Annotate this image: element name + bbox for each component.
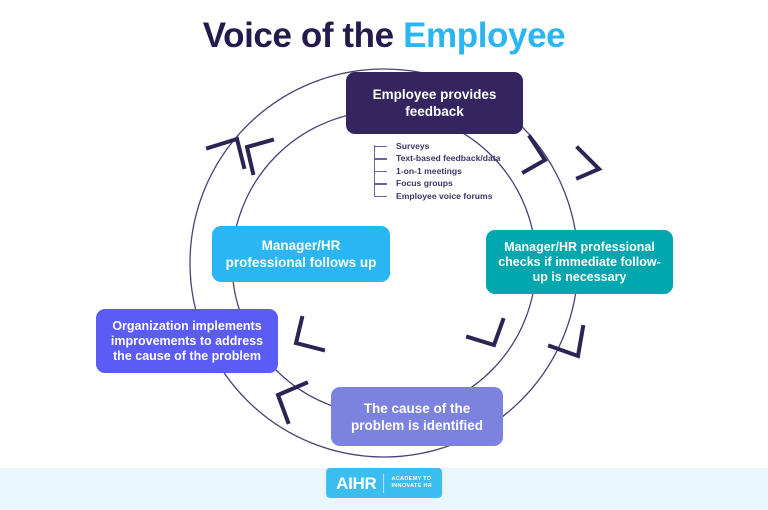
list-item: Text-based feedback/data — [396, 153, 501, 164]
logo-divider — [383, 473, 385, 493]
node-organization-implements-improvements[interactable]: Organization implements improvements to … — [96, 309, 278, 373]
list-item: Employee voice forums — [396, 190, 493, 201]
arrowhead-inner-lower-right — [465, 317, 506, 348]
list-item: Surveys — [396, 141, 430, 151]
arrowhead-outer-upper-right — [575, 145, 603, 181]
logo-tagline-line1: Academy to — [391, 475, 432, 482]
arrowhead-inner-upper-right — [521, 134, 548, 175]
logo-wordmark: AIHR — [336, 473, 377, 493]
node-label: The cause of the problem is identified — [350, 400, 483, 433]
aihr-logo[interactable]: AIHR Academy to Innovate HR — [326, 468, 442, 498]
logo-tagline-line2: Innovate HR — [391, 483, 432, 489]
arrowhead-inner-upper-left — [244, 137, 275, 176]
node-label: Organization implements improvements to … — [110, 318, 264, 363]
arrowhead-inner-bottom-left — [293, 315, 326, 353]
node-label: Manager/HR professional checks if immedi… — [498, 239, 661, 284]
node-label: Employee provides feedback — [372, 87, 497, 119]
list-item: Focus groups — [396, 178, 453, 189]
feedback-methods-list: Surveys Text-based feedback/data 1-on-1 … — [374, 140, 500, 202]
arrowhead-outer-lower-right — [547, 324, 586, 359]
node-cause-identified[interactable]: The cause of the problem is identified — [331, 387, 503, 446]
node-manager-checks-immediate-followup[interactable]: Manager/HR professional checks if immedi… — [486, 230, 673, 294]
footer-band: AIHR Academy to Innovate HR — [0, 468, 768, 510]
logo-tagline: Academy to Innovate HR — [391, 476, 431, 490]
tree-connector-icon — [374, 140, 396, 202]
arrowhead-outer-upper-left — [205, 136, 247, 170]
node-employee-provides-feedback[interactable]: Employee provides feedback — [346, 72, 523, 134]
list-item: 1-on-1 meetings — [396, 165, 462, 176]
node-label: Manager/HR professional follows up — [225, 238, 377, 270]
page-title: Voice of the Employee — [0, 16, 768, 56]
arrowhead-outer-bottom-left — [275, 380, 309, 425]
title-primary: Voice of the — [202, 16, 394, 55]
node-manager-follows-up[interactable]: Manager/HR professional follows up — [212, 226, 390, 282]
title-accent: Employee — [403, 16, 566, 55]
